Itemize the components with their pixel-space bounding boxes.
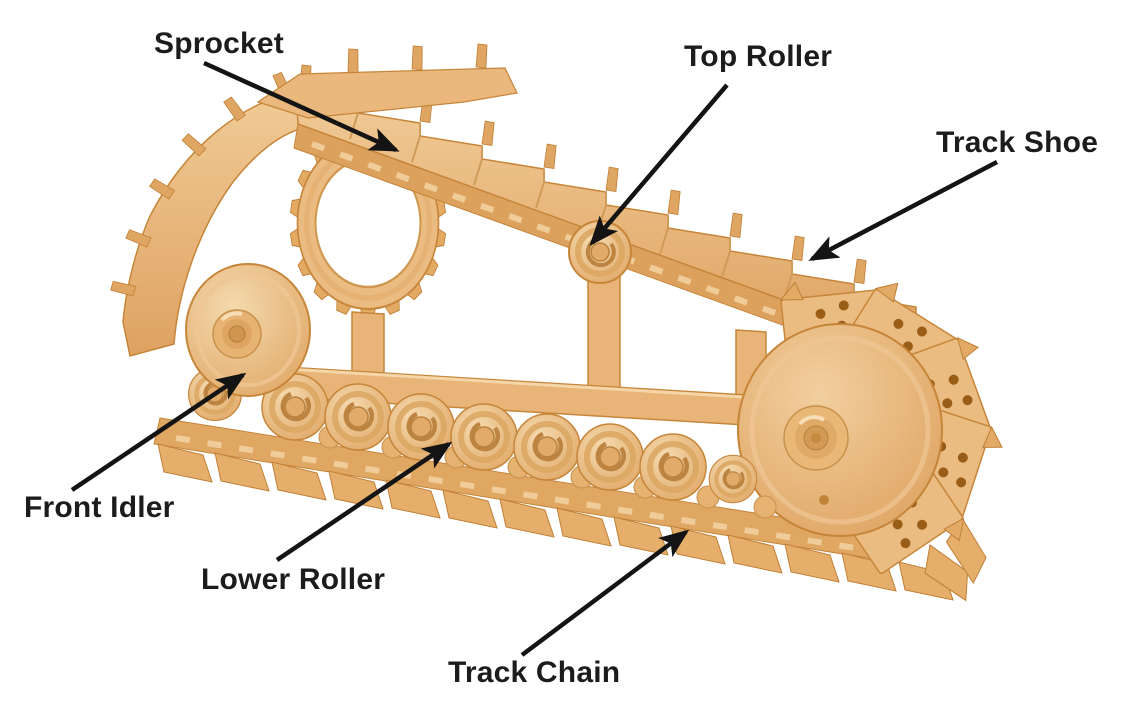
- track-shoe-arrow: [808, 160, 999, 261]
- track-frame: [267, 269, 767, 427]
- track-shoe-label: Track Shoe: [936, 126, 1099, 159]
- rear-wheel: [737, 323, 943, 537]
- track-chain-label: Track Chain: [448, 656, 621, 689]
- lower-roller-label: Lower Roller: [201, 563, 386, 596]
- track-left-run: [109, 71, 313, 357]
- lower-roller-arrow: [275, 441, 453, 562]
- track-top-cap: [256, 43, 518, 119]
- top-roller-arrow: [589, 83, 729, 247]
- sprocket-label: Sprocket: [154, 27, 284, 60]
- leader-arrows: [70, 60, 999, 657]
- front-idler-wheel: [185, 263, 311, 420]
- track-chain-arrow: [520, 529, 690, 657]
- front-idler-label: Front Idler: [24, 491, 175, 524]
- top-roller-label: Top Roller: [684, 40, 833, 73]
- lower-rollers: [262, 374, 777, 519]
- sprocket-arrow: [203, 60, 400, 153]
- front-idler-arrow: [70, 372, 247, 492]
